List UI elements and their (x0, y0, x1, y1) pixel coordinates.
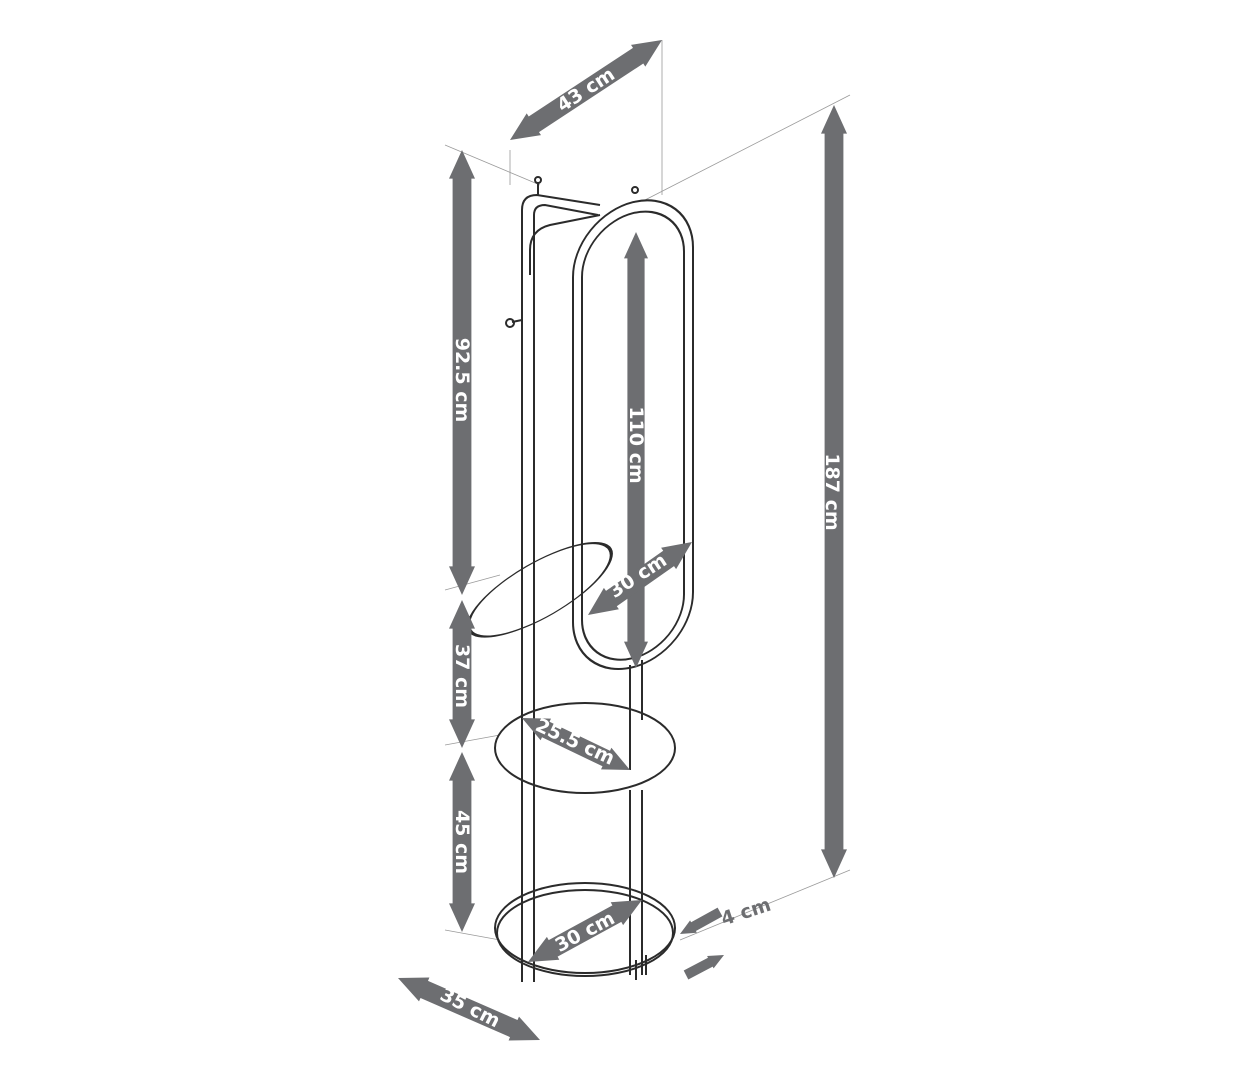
coat-stand (466, 176, 694, 982)
bottom-shelf-diameter-arrow (528, 900, 642, 962)
mirror-gap-arrow-bottom (683, 955, 724, 980)
mirror-width-arrow (588, 542, 692, 615)
mirror-height-label: 110 cm (625, 406, 647, 483)
middle-shelf-diameter-arrow (522, 718, 630, 770)
mirror-gap-label: 4 cm (718, 894, 773, 931)
mirror-gap-arrow-top (680, 907, 723, 934)
middle-height-arrow (449, 600, 475, 748)
total-height-label: 187 cm (821, 453, 843, 530)
middle-height-label: 37 cm (451, 644, 473, 708)
top-width-label: 43 cm (553, 63, 619, 116)
total-height-arrow (821, 105, 847, 878)
lower-height-arrow (449, 752, 475, 932)
extension-lines (444, 40, 851, 941)
top-width-arrow (510, 40, 662, 140)
bottom-shelf-diameter-label: 30 cm (552, 907, 619, 957)
middle-shelf-diameter-label: 25.5 cm (532, 714, 618, 770)
base-depth-label: 35 cm (436, 984, 503, 1033)
upper-height-label: 92.5 cm (451, 338, 473, 423)
base-depth-arrow (398, 977, 540, 1041)
upper-height-arrow (449, 150, 475, 595)
mirror-height-arrow (624, 232, 648, 668)
lower-height-label: 45 cm (451, 810, 473, 874)
dimension-arrows (398, 40, 847, 1041)
